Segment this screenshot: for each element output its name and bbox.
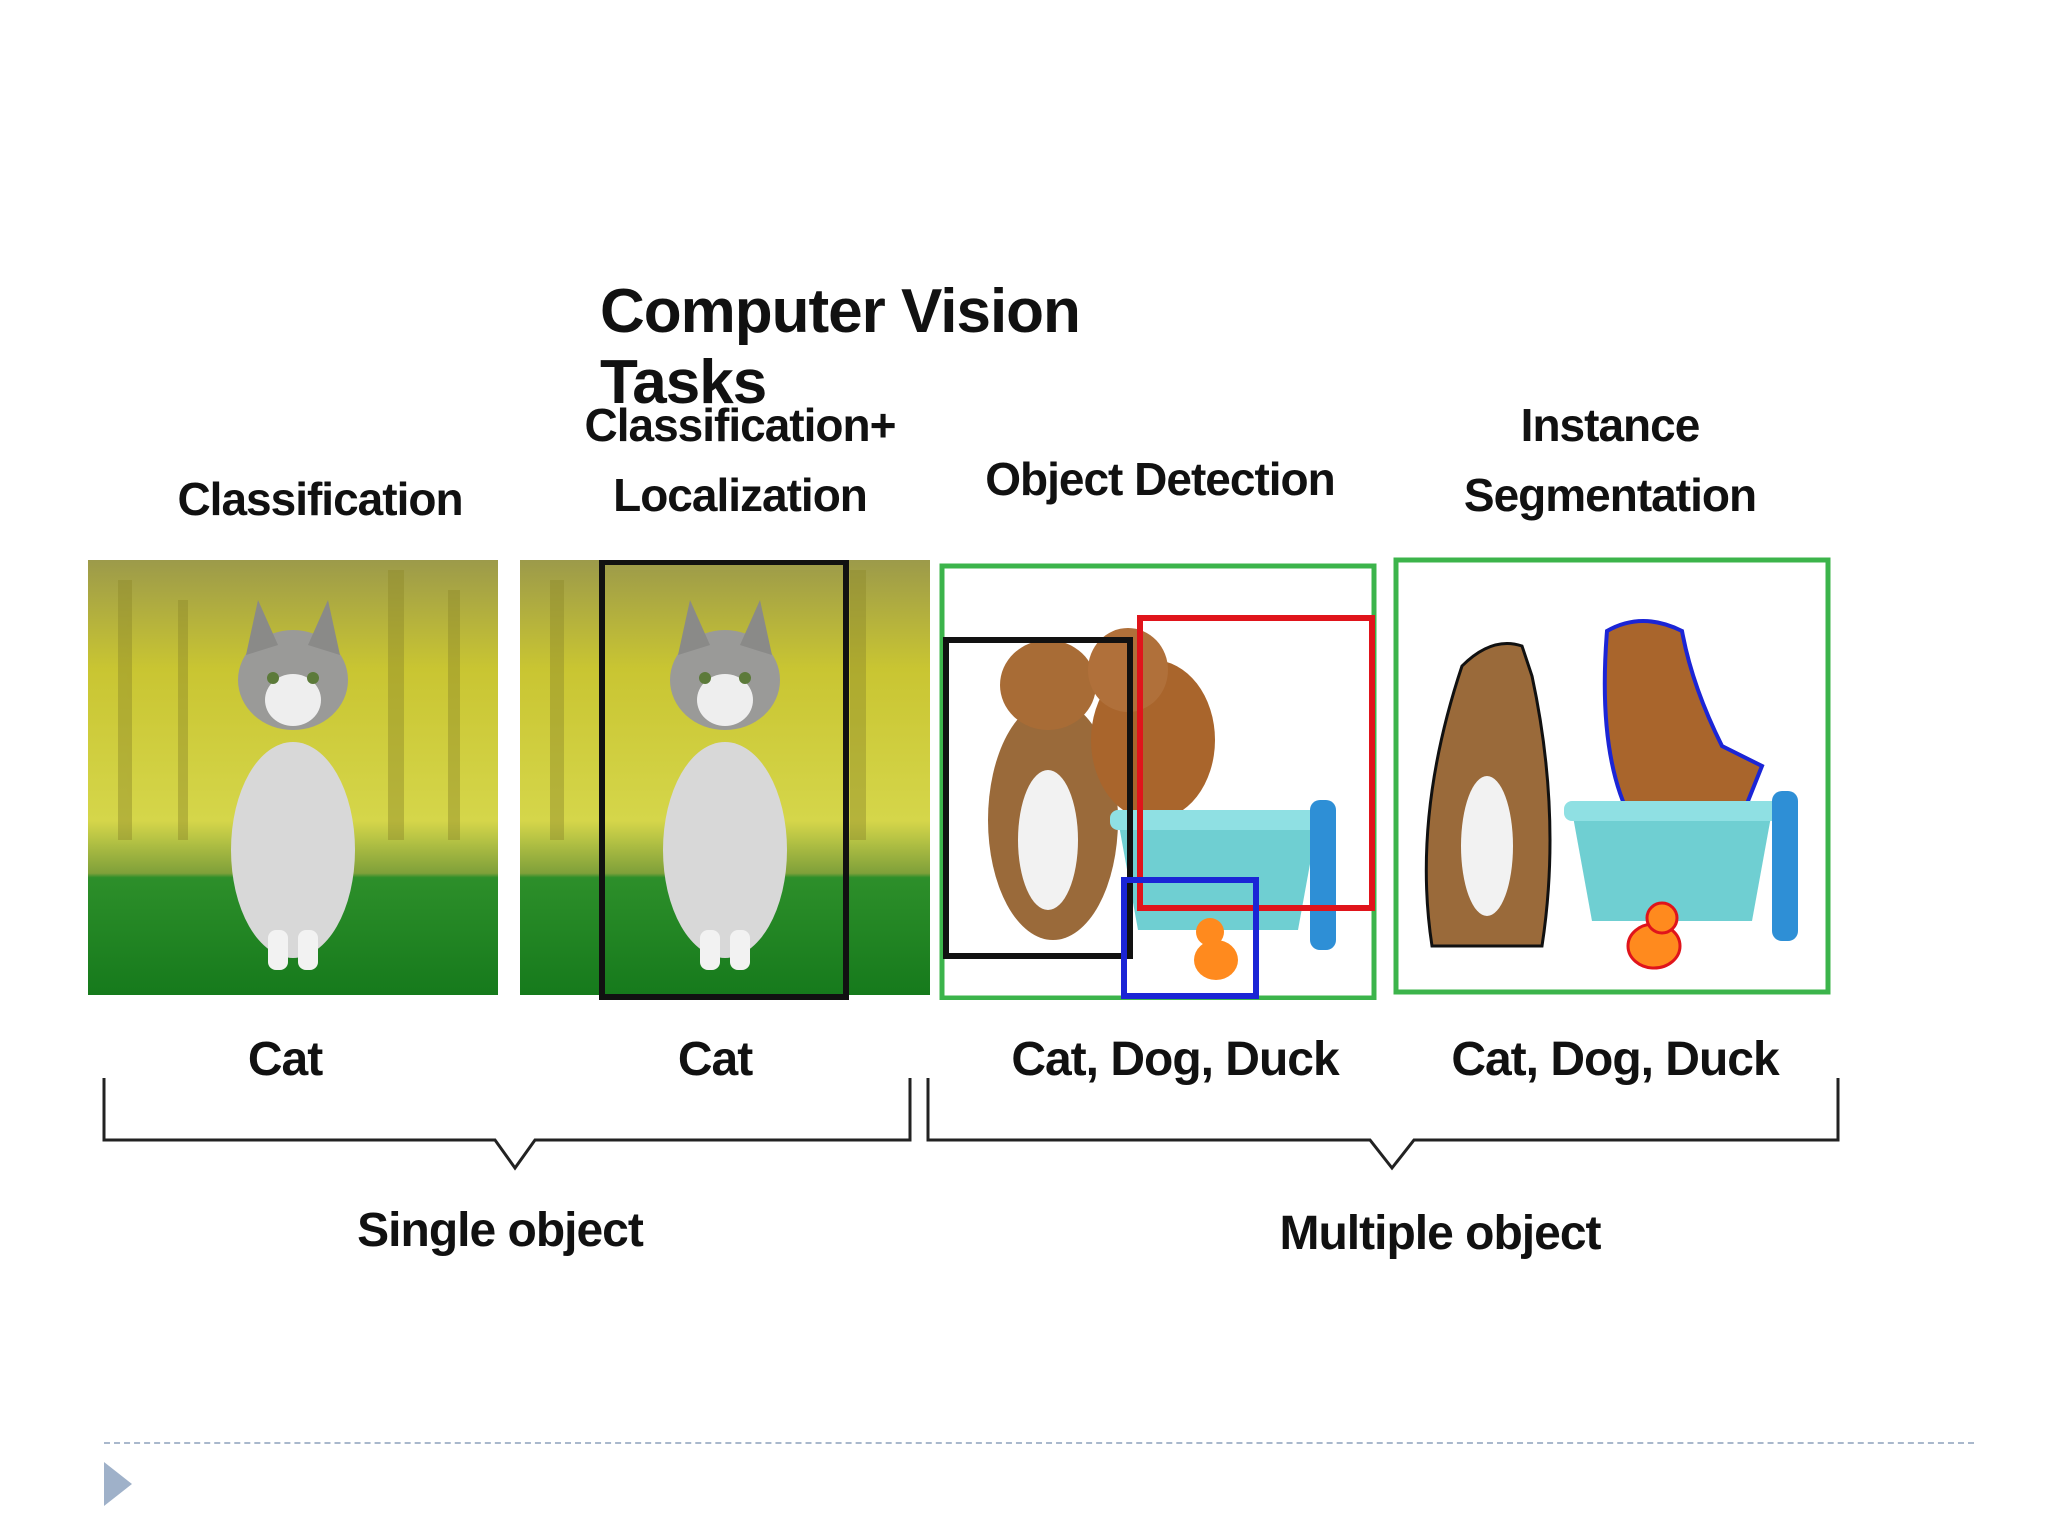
instance-segmentation-image (1392, 556, 1832, 996)
footer-divider (104, 1442, 1974, 1444)
result-classification: Cat (247, 1033, 323, 1086)
panel-title-classification-localization: Classification+ Localization (540, 390, 940, 530)
single-object-label: Single object (357, 1204, 644, 1257)
panel-title-object-detection: Object Detection (960, 444, 1360, 514)
localization-bounding-box (599, 560, 849, 1000)
slide-bullet-arrow-icon (104, 1462, 132, 1506)
diagram-title: Computer Vision Tasks (600, 277, 1081, 417)
result-object-detection: Cat, Dog, Duck (1011, 1033, 1339, 1086)
segmentation-frame (1393, 557, 1831, 995)
panel-title-line: Classification (177, 473, 463, 525)
duck-box (1121, 877, 1259, 999)
dog-mask (1602, 619, 1765, 824)
object-detection-image (938, 560, 1378, 1000)
multiple-object-brace (926, 1078, 1840, 1171)
panel-title-line: Classification+ (584, 399, 897, 451)
panel-title-line: Localization (613, 469, 868, 521)
classification-image (88, 560, 498, 995)
panel-title-line: Instance (1520, 399, 1701, 451)
panel-title-instance-segmentation: Instance Segmentation (1410, 390, 1810, 530)
result-classification-localization: Cat (677, 1033, 753, 1086)
panel-title-line: Object Detection (985, 453, 1336, 505)
result-instance-segmentation: Cat, Dog, Duck (1451, 1033, 1779, 1086)
single-object-brace (102, 1078, 912, 1171)
panel-title-classification: Classification (130, 464, 510, 534)
cat-figure (231, 600, 355, 970)
cat-box (943, 637, 1133, 959)
classification-localization-image (520, 560, 930, 1000)
multiple-object-label: Multiple object (1279, 1207, 1602, 1260)
panel-title-line: Segmentation (1463, 469, 1757, 521)
